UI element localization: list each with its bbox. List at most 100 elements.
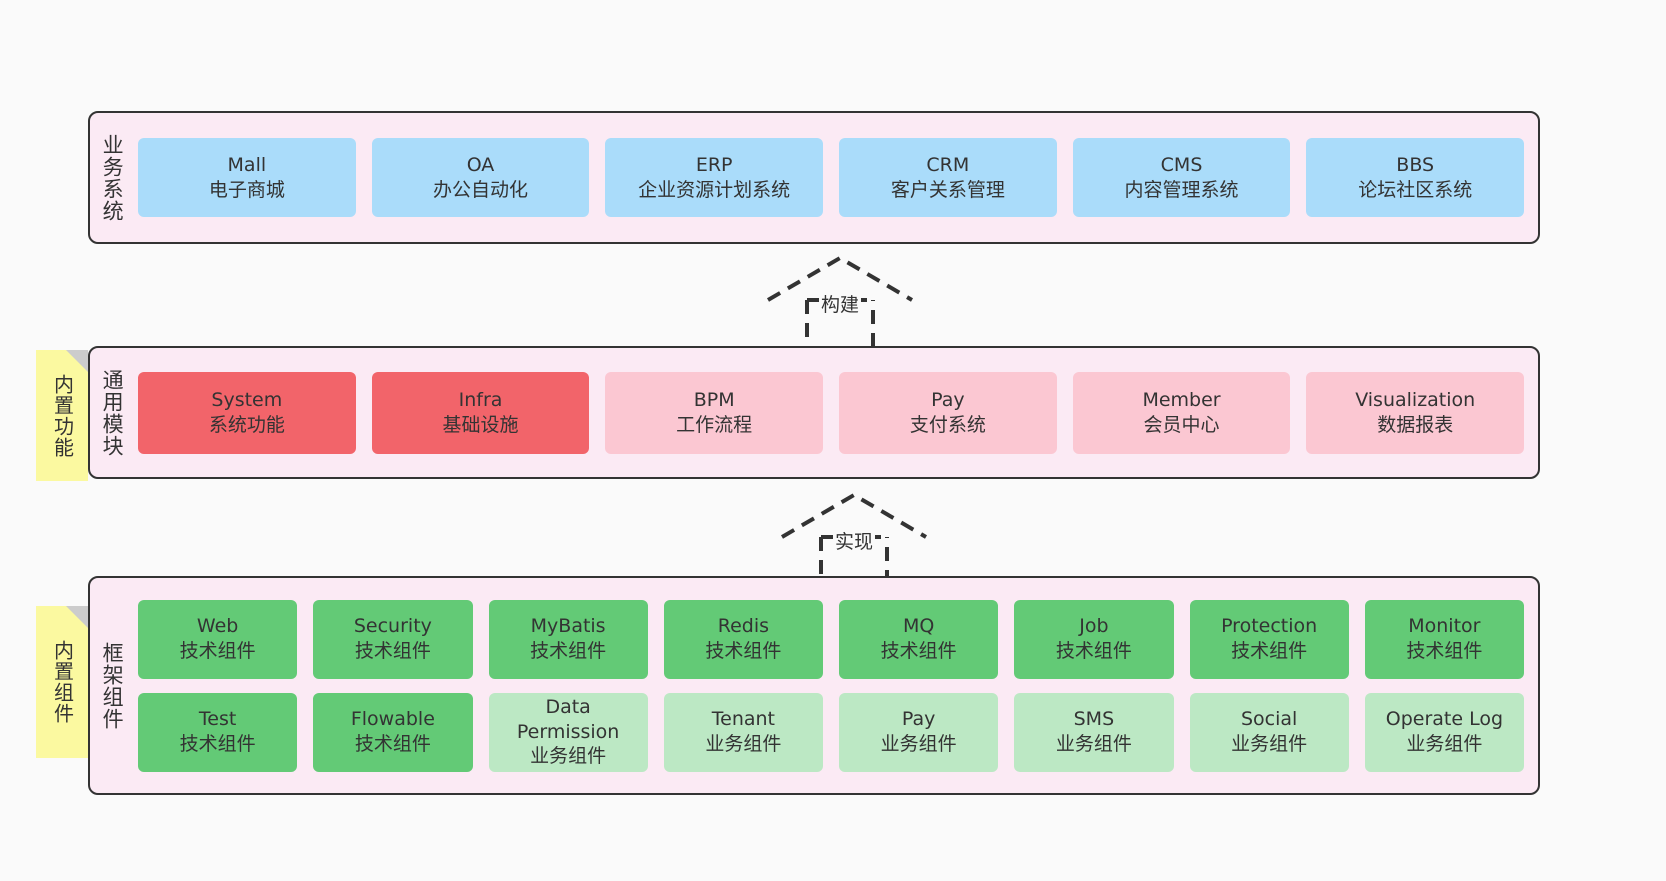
card-operate-log-desc: 业务组件 (1406, 733, 1483, 755)
card-infra-name: Infra (458, 388, 503, 411)
connector-implement: 实现 (774, 489, 934, 589)
note-builtin-feature: 内置功能 (36, 350, 88, 481)
card-mall-name: Mall (227, 153, 267, 176)
card-visualization-name: Visualization (1355, 388, 1476, 411)
note-fold-icon (66, 350, 88, 372)
card-operate-log-name: Operate Log (1385, 708, 1504, 731)
card-erp[interactable]: ERP 企业资源计划系统 (605, 138, 824, 217)
card-test[interactable]: Test 技术组件 (138, 692, 298, 772)
layer-business-system-cards: Mall 电子商城 OA 办公自动化 ERP 企业资源计划系统 CRM 客户关系… (134, 113, 1538, 242)
card-operate-log[interactable]: Operate Log 业务组件 (1364, 692, 1524, 772)
connector-implement-label: 实现 (832, 527, 876, 554)
card-mybatis-desc: 技术组件 (530, 640, 607, 662)
card-mybatis[interactable]: MyBatis 技术组件 (488, 599, 648, 679)
card-sms[interactable]: SMS 业务组件 (1014, 692, 1174, 772)
card-monitor-desc: 技术组件 (1406, 640, 1483, 662)
card-redis-desc: 技术组件 (705, 640, 782, 662)
card-pay-module[interactable]: Pay 支付系统 (839, 371, 1057, 454)
card-redis-name: Redis (717, 615, 770, 638)
card-infra[interactable]: Infra 基础设施 (371, 371, 590, 454)
card-job[interactable]: Job 技术组件 (1014, 599, 1174, 679)
card-crm-desc: 客户关系管理 (890, 178, 1005, 201)
layer-framework-component: 框架组件 Web 技术组件 Security 技术组件 MyBatis 技术组件… (88, 576, 1540, 795)
card-test-desc: 技术组件 (179, 733, 256, 755)
card-cms-desc: 内容管理系统 (1124, 178, 1239, 201)
layer-common-module-cards: System 系统功能 Infra 基础设施 BPM 工作流程 Pay 支付系统… (134, 348, 1538, 477)
note-builtin-feature-label: 内置功能 (50, 373, 75, 458)
card-bbs[interactable]: BBS 论坛社区系统 (1306, 138, 1525, 217)
card-visualization-desc: 数据报表 (1377, 413, 1454, 436)
card-pay-component-desc: 业务组件 (880, 733, 957, 755)
card-mq[interactable]: MQ 技术组件 (839, 599, 999, 679)
card-pay-component-name: Pay (901, 708, 936, 731)
card-erp-name: ERP (695, 153, 733, 176)
card-system-name: System (211, 388, 283, 411)
card-member-name: Member (1142, 388, 1221, 411)
card-protection-name: Protection (1221, 615, 1318, 638)
card-mybatis-name: MyBatis (530, 615, 606, 638)
card-pay-module-desc: 支付系统 (909, 413, 986, 436)
card-data-permission-desc: 业务组件 (530, 745, 607, 768)
layer-business-system: 业务系统 Mall 电子商城 OA 办公自动化 ERP 企业资源计划系统 CRM… (88, 111, 1540, 244)
card-sms-name: SMS (1073, 708, 1115, 731)
arrow-head-implement (780, 492, 928, 539)
card-web-name: Web (196, 615, 239, 638)
note-builtin-component: 内置组件 (36, 606, 88, 758)
card-flowable-name: Flowable (350, 708, 435, 731)
card-redis[interactable]: Redis 技术组件 (663, 599, 823, 679)
card-bpm-name: BPM (693, 388, 735, 411)
card-mall-desc: 电子商城 (208, 178, 285, 201)
layer-framework-component-cards: Web 技术组件 Security 技术组件 MyBatis 技术组件 Redi… (134, 578, 1538, 793)
card-oa[interactable]: OA 办公自动化 (371, 138, 590, 217)
card-monitor[interactable]: Monitor 技术组件 (1364, 599, 1524, 679)
card-security-name: Security (353, 615, 432, 638)
arrow-head-build (766, 255, 914, 302)
card-system[interactable]: System 系统功能 (138, 371, 356, 454)
layer-business-system-title: 业务系统 (100, 133, 125, 222)
note-builtin-component-label: 内置组件 (50, 640, 75, 724)
card-cms[interactable]: CMS 内容管理系统 (1072, 138, 1291, 217)
card-mall[interactable]: Mall 电子商城 (138, 138, 356, 217)
card-bpm-desc: 工作流程 (676, 413, 753, 436)
card-member-desc: 会员中心 (1143, 413, 1220, 436)
card-crm[interactable]: CRM 客户关系管理 (839, 138, 1057, 217)
card-oa-desc: 办公自动化 (433, 178, 529, 201)
framework-row-technical: Web 技术组件 Security 技术组件 MyBatis 技术组件 Redi… (138, 599, 1524, 679)
card-flowable[interactable]: Flowable 技术组件 (313, 692, 473, 772)
framework-row-business: Test 技术组件 Flowable 技术组件 Data Permission … (138, 692, 1524, 772)
card-pay-component[interactable]: Pay 业务组件 (839, 692, 999, 772)
card-security-desc: 技术组件 (354, 640, 431, 662)
card-sms-desc: 业务组件 (1055, 733, 1132, 755)
card-visualization[interactable]: Visualization 数据报表 (1306, 371, 1525, 454)
card-crm-name: CRM (926, 153, 970, 176)
card-protection[interactable]: Protection 技术组件 (1189, 599, 1349, 679)
card-social-desc: 业务组件 (1231, 733, 1308, 755)
card-data-permission-name: Data Permission (516, 695, 620, 743)
card-web[interactable]: Web 技术组件 (138, 599, 298, 679)
card-job-name: Job (1079, 615, 1109, 638)
layer-common-module: 通用模块 System 系统功能 Infra 基础设施 BPM 工作流程 Pay… (88, 346, 1540, 479)
card-bbs-name: BBS (1396, 153, 1435, 176)
note-fold-icon (66, 606, 88, 628)
card-social[interactable]: Social 业务组件 (1189, 692, 1349, 772)
card-data-permission[interactable]: Data Permission 业务组件 (488, 692, 648, 772)
card-infra-desc: 基础设施 (442, 413, 519, 436)
card-erp-desc: 企业资源计划系统 (638, 178, 791, 201)
card-test-name: Test (198, 708, 237, 731)
card-bpm[interactable]: BPM 工作流程 (605, 371, 824, 454)
connector-build-label: 构建 (818, 290, 862, 317)
card-security[interactable]: Security 技术组件 (313, 599, 473, 679)
card-monitor-name: Monitor (1408, 615, 1481, 638)
card-mq-desc: 技术组件 (880, 640, 957, 662)
card-web-desc: 技术组件 (179, 640, 256, 662)
card-job-desc: 技术组件 (1055, 640, 1132, 662)
connector-build: 构建 (760, 252, 920, 352)
card-tenant-desc: 业务组件 (705, 733, 782, 755)
layer-common-module-title: 通用模块 (100, 368, 125, 457)
card-tenant[interactable]: Tenant 业务组件 (663, 692, 823, 772)
card-member[interactable]: Member 会员中心 (1072, 371, 1291, 454)
card-bbs-desc: 论坛社区系统 (1358, 178, 1473, 201)
card-pay-module-name: Pay (931, 388, 965, 411)
card-mq-name: MQ (902, 615, 935, 638)
